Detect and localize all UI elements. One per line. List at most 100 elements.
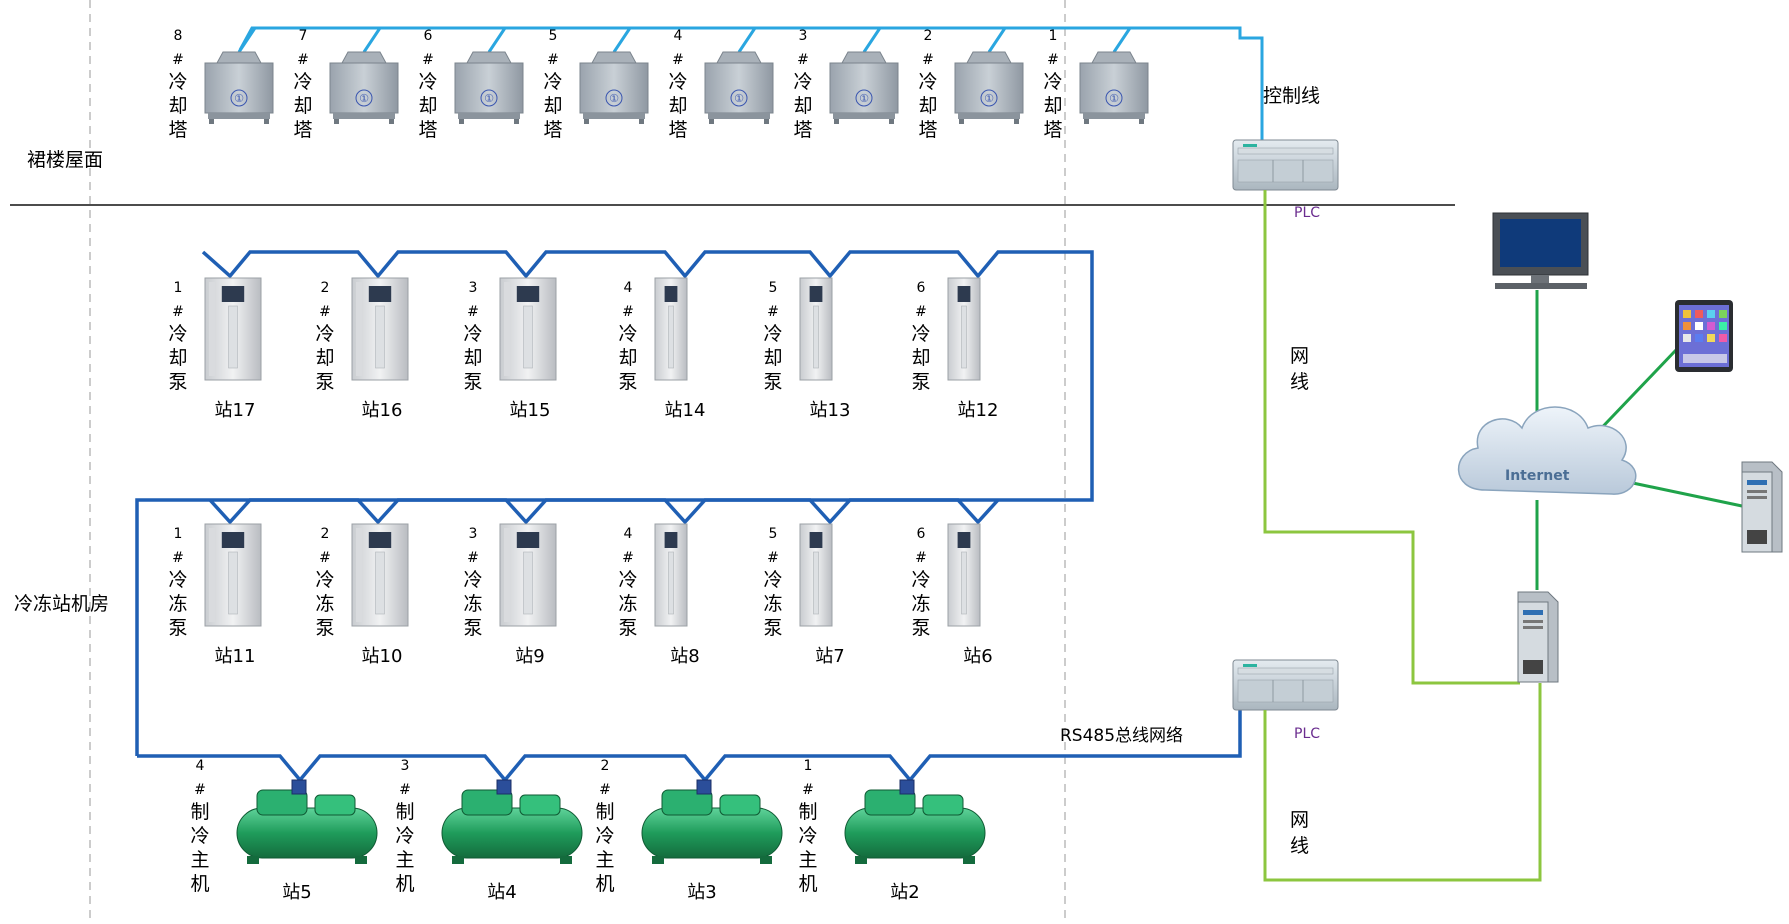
chiller-3 (441, 779, 583, 864)
svg-text:机: 机 (595, 873, 614, 895)
cooling-tower-label-7: 7#冷却塔 (293, 28, 312, 141)
svg-text:5: 5 (549, 28, 558, 44)
svg-text:#: # (467, 304, 479, 320)
svg-text:2: 2 (321, 526, 330, 542)
chilled-pump-1 (204, 523, 262, 627)
svg-text:冷: 冷 (618, 569, 637, 591)
svg-text:机: 机 (395, 873, 414, 895)
svg-text:#: # (467, 550, 479, 566)
svg-text:6: 6 (424, 28, 433, 44)
svg-text:#: # (622, 550, 634, 566)
svg-text:泵: 泵 (315, 617, 334, 639)
svg-text:泵: 泵 (911, 617, 930, 639)
svg-text:#: # (547, 52, 559, 68)
chilled-pump-label-1: 1#冷冻泵 (168, 526, 187, 639)
svg-text:泵: 泵 (315, 371, 334, 393)
svg-text:#: # (672, 52, 684, 68)
cooling-tower-2: ① (954, 51, 1024, 124)
svg-text:2: 2 (601, 758, 610, 774)
cooling-tower-label-6: 6#冷却塔 (418, 28, 437, 141)
cooling-tower-5: ① (579, 51, 649, 124)
svg-text:1: 1 (804, 758, 813, 774)
svg-text:主: 主 (395, 849, 414, 871)
svg-text:5: 5 (769, 280, 778, 296)
chilled-pump-station-2: 站10 (362, 646, 403, 667)
svg-text:2: 2 (321, 280, 330, 296)
svg-text:却: 却 (793, 95, 812, 117)
tower-riser-pipe (987, 27, 1007, 53)
svg-text:制: 制 (190, 801, 209, 823)
cooling-pump-station-5: 站13 (810, 400, 851, 421)
ethernet-lines (1263, 190, 1542, 882)
cooling-tower-4: ① (704, 51, 774, 124)
svg-text:冷: 冷 (395, 825, 414, 847)
svg-text:冷: 冷 (463, 569, 482, 591)
svg-text:冷: 冷 (911, 569, 930, 591)
svg-text:冻: 冻 (618, 593, 637, 615)
svg-text:冷: 冷 (918, 71, 937, 93)
cooling-pump-label-5: 5#冷却泵 (763, 280, 782, 393)
svg-text:泵: 泵 (463, 617, 482, 639)
svg-text:冷: 冷 (793, 71, 812, 93)
cooling-tower-label-1: 1#冷却塔 (1043, 28, 1062, 141)
chilled-pump-station-6: 站6 (963, 646, 992, 667)
tower-badge: ① (734, 92, 744, 105)
svg-text:却: 却 (618, 347, 637, 369)
svg-text:冻: 冻 (315, 593, 334, 615)
svg-text:1: 1 (1049, 28, 1058, 44)
svg-text:泵: 泵 (463, 371, 482, 393)
tower-badge: ① (609, 92, 619, 105)
svg-text:#: # (599, 782, 611, 798)
svg-text:冷: 冷 (293, 71, 312, 93)
chilled-pump-station-1: 站11 (215, 646, 256, 667)
svg-text:塔: 塔 (668, 119, 687, 141)
cooling-pump-3 (499, 277, 557, 381)
svg-text:#: # (802, 782, 814, 798)
cooling-pump-label-3: 3#冷却泵 (463, 280, 482, 393)
svg-text:却: 却 (463, 347, 482, 369)
svg-text:7: 7 (299, 28, 308, 44)
svg-text:主: 主 (798, 849, 817, 871)
svg-text:却: 却 (763, 347, 782, 369)
chiller-station-3: 站4 (487, 882, 516, 903)
chiller-station-2: 站3 (687, 882, 716, 903)
svg-text:冷: 冷 (168, 71, 187, 93)
svg-text:#: # (915, 304, 927, 320)
chiller-2 (641, 779, 783, 864)
cooling-pump-label-6: 6#冷却泵 (911, 280, 930, 393)
chilled-pump-station-5: 站7 (815, 646, 844, 667)
svg-text:塔: 塔 (793, 119, 812, 141)
svg-text:冻: 冻 (911, 593, 930, 615)
cooling-tower-8: ① (204, 51, 274, 124)
svg-text:3: 3 (469, 280, 478, 296)
svg-text:#: # (797, 52, 809, 68)
tower-badge: ① (234, 92, 244, 105)
svg-text:冷: 冷 (315, 569, 334, 591)
chilled-pump-label-2: 2#冷冻泵 (315, 526, 334, 639)
svg-text:却: 却 (315, 347, 334, 369)
cooling-pump-loop-pipe (135, 250, 1094, 756)
chilled-pump-station-4: 站8 (670, 646, 699, 667)
svg-text:冷: 冷 (798, 825, 817, 847)
net-line-label-top: 网线 (1290, 345, 1309, 393)
tower-badge: ① (984, 92, 994, 105)
tower-badge: ① (859, 92, 869, 105)
cooling-pump-station-6: 站12 (958, 400, 999, 421)
svg-text:冷: 冷 (418, 71, 437, 93)
svg-text:主: 主 (595, 849, 614, 871)
plc-top (1232, 139, 1339, 191)
svg-text:泵: 泵 (763, 371, 782, 393)
tower-badge: ① (359, 92, 369, 105)
svg-text:冷: 冷 (190, 825, 209, 847)
cooling-pump-station-1: 站17 (215, 400, 256, 421)
cooling-tower-3: ① (829, 51, 899, 124)
chiller-4 (236, 779, 378, 864)
chilled-pump-label-6: 6#冷冻泵 (911, 526, 930, 639)
svg-text:冷: 冷 (618, 323, 637, 345)
svg-text:#: # (915, 550, 927, 566)
svg-text:制: 制 (395, 801, 414, 823)
svg-text:制: 制 (595, 801, 614, 823)
svg-text:却: 却 (918, 95, 937, 117)
internet-cloud-icon (1457, 406, 1637, 495)
